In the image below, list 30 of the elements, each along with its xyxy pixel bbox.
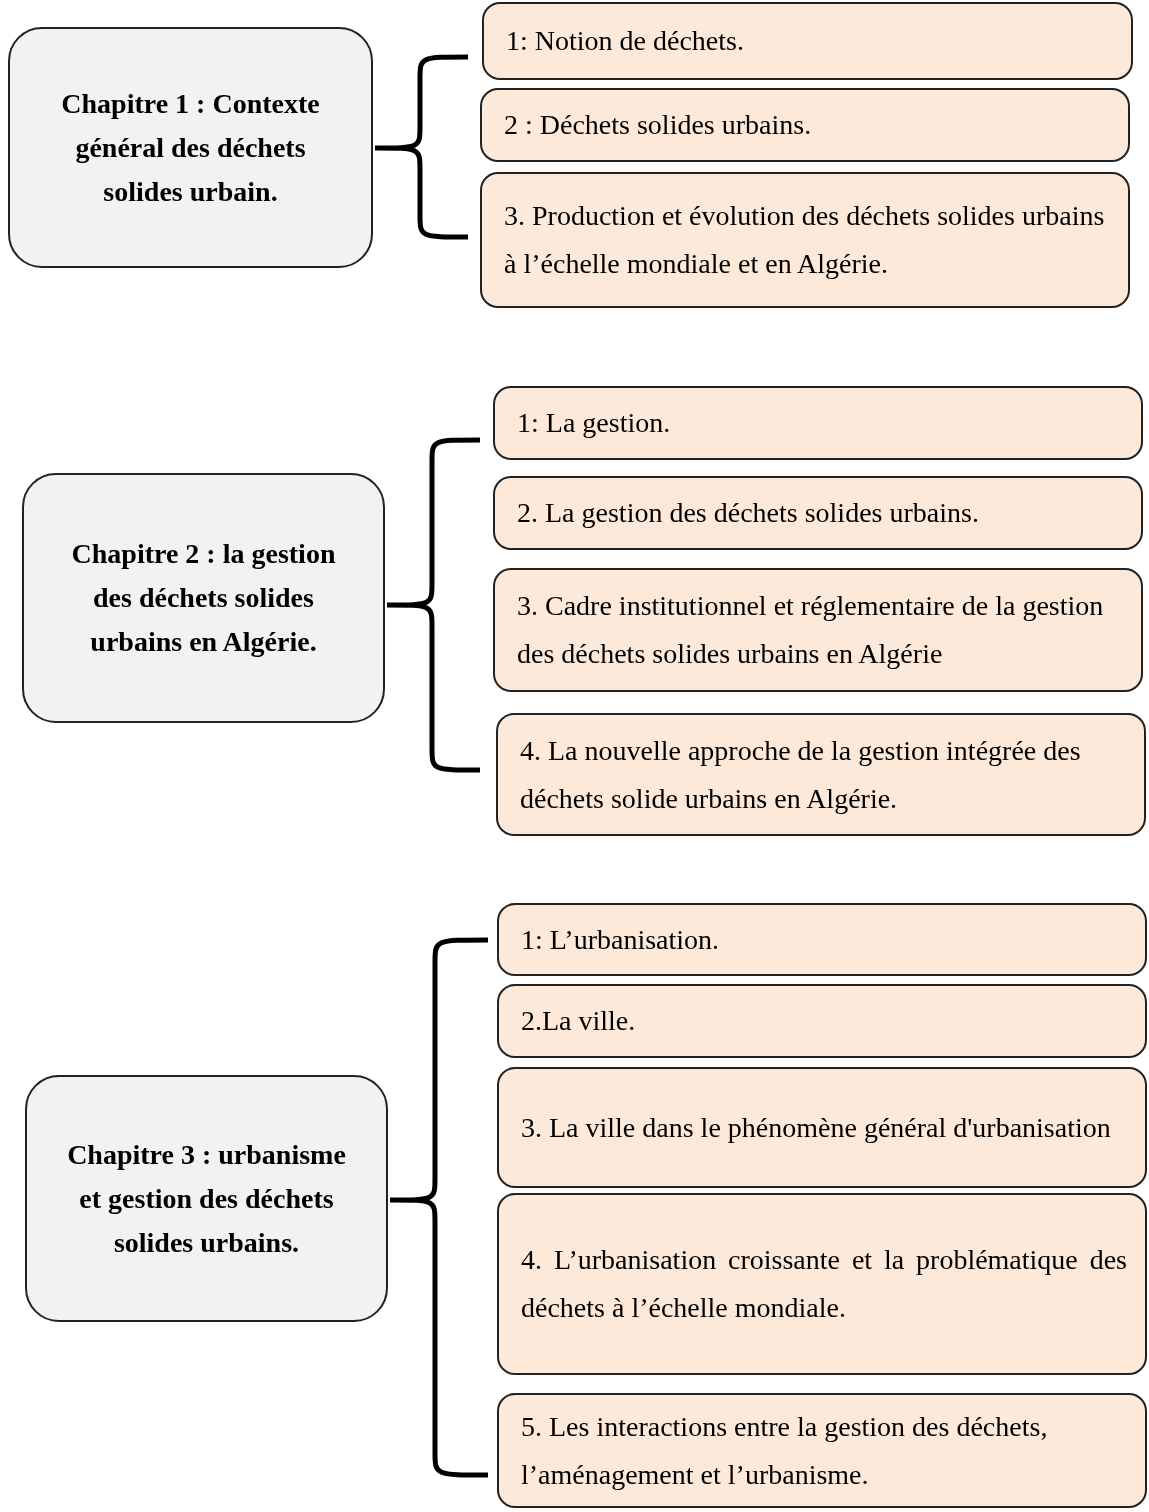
section-box bbox=[497, 1067, 1147, 1188]
section-box bbox=[480, 172, 1130, 308]
section-box bbox=[497, 1193, 1147, 1375]
section-title: 3. Production et évolution des déchets solides urbains à l’échelle mondiale et en Algérie. bbox=[504, 199, 1106, 281]
chapter-box bbox=[25, 1075, 388, 1322]
chapter-box bbox=[8, 27, 373, 268]
section-box bbox=[496, 713, 1146, 836]
section-box bbox=[493, 386, 1143, 460]
section-title: 1: La gestion. bbox=[517, 406, 672, 440]
section-box bbox=[497, 903, 1147, 976]
section-title: 5. Les interactions entre la gestion des déchets, l’aménagement et l’urbanisme. bbox=[521, 1409, 1049, 1492]
section-title: 4. La nouvelle approche de la gestion intégrée des déchets solide urbains en Algérie. bbox=[520, 733, 1082, 816]
chapter-title: Chapitre 3 : urbanisme et gestion des déchets solides urbains. bbox=[66, 1137, 347, 1260]
section-title: 1: L’urbanisation. bbox=[521, 922, 721, 957]
section-box bbox=[497, 984, 1147, 1058]
section-box bbox=[482, 2, 1133, 80]
section-box bbox=[480, 88, 1130, 162]
section-box bbox=[497, 1393, 1147, 1508]
chapter-title: Chapitre 1 : Contexte général des déchets solides urbain. bbox=[60, 86, 321, 209]
section-box bbox=[493, 568, 1143, 692]
section-box bbox=[493, 476, 1143, 550]
section-title: 2.La ville. bbox=[521, 1004, 637, 1038]
section-title: 1: Notion de déchets. bbox=[506, 24, 745, 58]
section-title: 3. La ville dans le phénomène général d'urbanisation bbox=[521, 1110, 1112, 1145]
chapter-title: Chapitre 2 : la gestion des déchets solides urbains en Algérie. bbox=[70, 537, 337, 659]
section-title: 3. Cadre institutionnel et réglementaire de la gestion des déchets solides urbains en Algérie bbox=[517, 589, 1105, 671]
section-title: 2. La gestion des déchets solides urbains. bbox=[517, 496, 980, 530]
section-title: 2 : Déchets solides urbains. bbox=[504, 108, 813, 142]
chapter-box bbox=[22, 473, 385, 723]
section-title: 4. L’urbanisation croissante et la problématique des déchets à l’échelle mondiale. bbox=[521, 1243, 1127, 1325]
